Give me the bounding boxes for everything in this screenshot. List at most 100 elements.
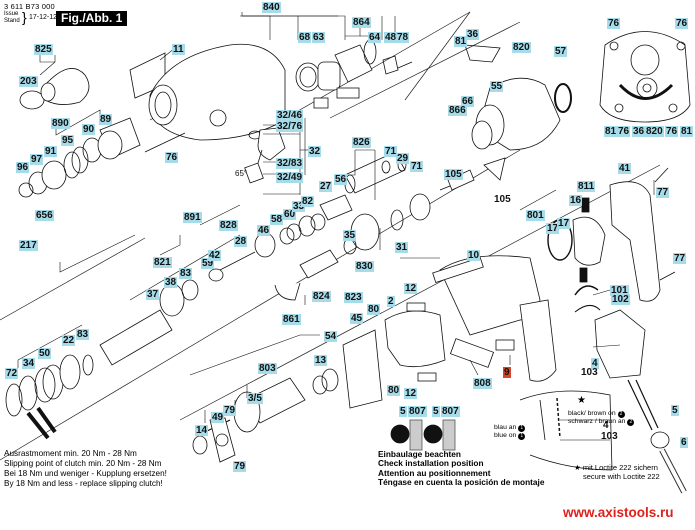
callout-2[interactable]: 2 (387, 296, 395, 307)
callout-11[interactable]: 11 (172, 44, 185, 55)
callout-72[interactable]: 72 (5, 368, 19, 379)
callout-16[interactable]: 16 (569, 195, 583, 206)
callout-891[interactable]: 891 (183, 212, 202, 223)
callout-17-right[interactable]: 17 (557, 218, 571, 229)
callout-12-top[interactable]: 12 (404, 283, 418, 294)
callout-60[interactable]: 60 (283, 209, 297, 220)
callout-77-top[interactable]: 77 (656, 187, 670, 198)
callout-105-spring[interactable]: 105 (444, 169, 463, 180)
callout-76-top-left[interactable]: 76 (607, 18, 621, 29)
callout-76-bottom-right[interactable]: 76 (665, 126, 679, 137)
callout-83-upper[interactable]: 83 (179, 268, 193, 279)
callout-807-right[interactable]: 807 (441, 406, 460, 417)
callout-22[interactable]: 22 (62, 335, 76, 346)
callout-12-bottom[interactable]: 12 (404, 388, 418, 399)
callout-6[interactable]: 6 (680, 437, 688, 448)
callout-63[interactable]: 63 (312, 32, 326, 43)
callout-97[interactable]: 97 (30, 154, 44, 165)
callout-79-top[interactable]: 79 (223, 405, 237, 416)
callout-32-49[interactable]: 32/49 (276, 172, 304, 183)
callout-34[interactable]: 34 (22, 358, 36, 369)
callout-27[interactable]: 27 (319, 181, 333, 192)
callout-825[interactable]: 825 (34, 44, 53, 55)
callout-28[interactable]: 28 (234, 236, 248, 247)
callout-66[interactable]: 66 (461, 96, 475, 107)
callout-803[interactable]: 803 (258, 363, 277, 374)
callout-14[interactable]: 14 (195, 425, 209, 436)
callout-820[interactable]: 820 (512, 42, 531, 53)
callout-90[interactable]: 90 (82, 124, 96, 135)
callout-32[interactable]: 32 (308, 146, 322, 157)
callout-80-bottom[interactable]: 80 (387, 385, 401, 396)
callout-32-46[interactable]: 32/46 (276, 110, 304, 121)
callout-29[interactable]: 29 (396, 153, 410, 164)
callout-38[interactable]: 38 (164, 277, 178, 288)
callout-840[interactable]: 840 (262, 2, 281, 13)
callout-59[interactable]: 59 (201, 258, 215, 269)
callout-32-76[interactable]: 32/76 (276, 121, 304, 132)
callout-102[interactable]: 102 (611, 294, 630, 305)
callout-807-left[interactable]: 807 (408, 406, 427, 417)
watermark-url[interactable]: www.axistools.ru (563, 505, 674, 520)
callout-4[interactable]: 4 (591, 358, 599, 369)
callout-50[interactable]: 50 (38, 348, 52, 359)
callout-49[interactable]: 49 (211, 412, 225, 423)
callout-217[interactable]: 217 (19, 240, 38, 251)
callout-55[interactable]: 55 (490, 81, 504, 92)
callout-76-top-right[interactable]: 76 (675, 18, 689, 29)
callout-33[interactable]: 33 (292, 201, 306, 212)
callout-57[interactable]: 57 (554, 46, 568, 57)
callout-78[interactable]: 78 (396, 32, 410, 43)
callout-32-83[interactable]: 32/83 (276, 158, 304, 169)
callout-861[interactable]: 861 (282, 314, 301, 325)
callout-35[interactable]: 35 (343, 230, 357, 241)
callout-83-lower[interactable]: 83 (76, 329, 90, 340)
callout-866[interactable]: 866 (448, 105, 467, 116)
callout-76-screw[interactable]: 76 (165, 152, 179, 163)
callout-826[interactable]: 826 (352, 137, 371, 148)
callout-71-right[interactable]: 71 (410, 161, 424, 172)
callout-811[interactable]: 811 (577, 181, 596, 192)
callout-656[interactable]: 656 (35, 210, 54, 221)
callout-45[interactable]: 45 (350, 313, 364, 324)
callout-81[interactable]: 81 (454, 36, 468, 47)
callout-41[interactable]: 41 (618, 163, 632, 174)
callout-71-left[interactable]: 71 (384, 146, 398, 157)
callout-103[interactable]: 103 (581, 367, 598, 378)
callout-77-bottom[interactable]: 77 (673, 253, 687, 264)
callout-5-cable[interactable]: 5 (671, 405, 679, 416)
callout-80-top[interactable]: 80 (367, 304, 381, 315)
callout-5-left[interactable]: 5 (399, 406, 407, 417)
callout-58[interactable]: 58 (270, 214, 284, 225)
callout-42[interactable]: 42 (208, 250, 222, 261)
callout-89[interactable]: 89 (99, 114, 113, 125)
callout-54[interactable]: 54 (324, 331, 338, 342)
callout-9[interactable]: 9 (503, 367, 511, 378)
callout-17-left[interactable]: 17 (546, 223, 560, 234)
callout-82[interactable]: 82 (301, 196, 315, 207)
callout-103-inset[interactable]: 103 (601, 431, 618, 442)
callout-68[interactable]: 68 (298, 32, 312, 43)
callout-105-part[interactable]: 105 (494, 194, 511, 205)
callout-101[interactable]: 101 (610, 285, 629, 296)
callout-823[interactable]: 823 (344, 292, 363, 303)
callout-36-front[interactable]: 36 (632, 126, 646, 137)
callout-79-bottom[interactable]: 79 (233, 461, 247, 472)
callout-64[interactable]: 64 (368, 32, 382, 43)
callout-824[interactable]: 824 (312, 291, 331, 302)
callout-828[interactable]: 828 (219, 220, 238, 231)
callout-36[interactable]: 36 (466, 29, 480, 40)
callout-31[interactable]: 31 (395, 242, 409, 253)
callout-830[interactable]: 830 (355, 261, 374, 272)
callout-13[interactable]: 13 (314, 355, 328, 366)
callout-808[interactable]: 808 (473, 378, 492, 389)
callout-48[interactable]: 48 (384, 32, 398, 43)
callout-76-bottom-left[interactable]: 76 (617, 126, 631, 137)
callout-81-bottom-right[interactable]: 81 (680, 126, 694, 137)
callout-890[interactable]: 890 (51, 118, 70, 129)
callout-96[interactable]: 96 (16, 162, 30, 173)
callout-801[interactable]: 801 (526, 210, 545, 221)
callout-37[interactable]: 37 (146, 289, 160, 300)
callout-46[interactable]: 46 (257, 225, 271, 236)
callout-91[interactable]: 91 (44, 146, 58, 157)
